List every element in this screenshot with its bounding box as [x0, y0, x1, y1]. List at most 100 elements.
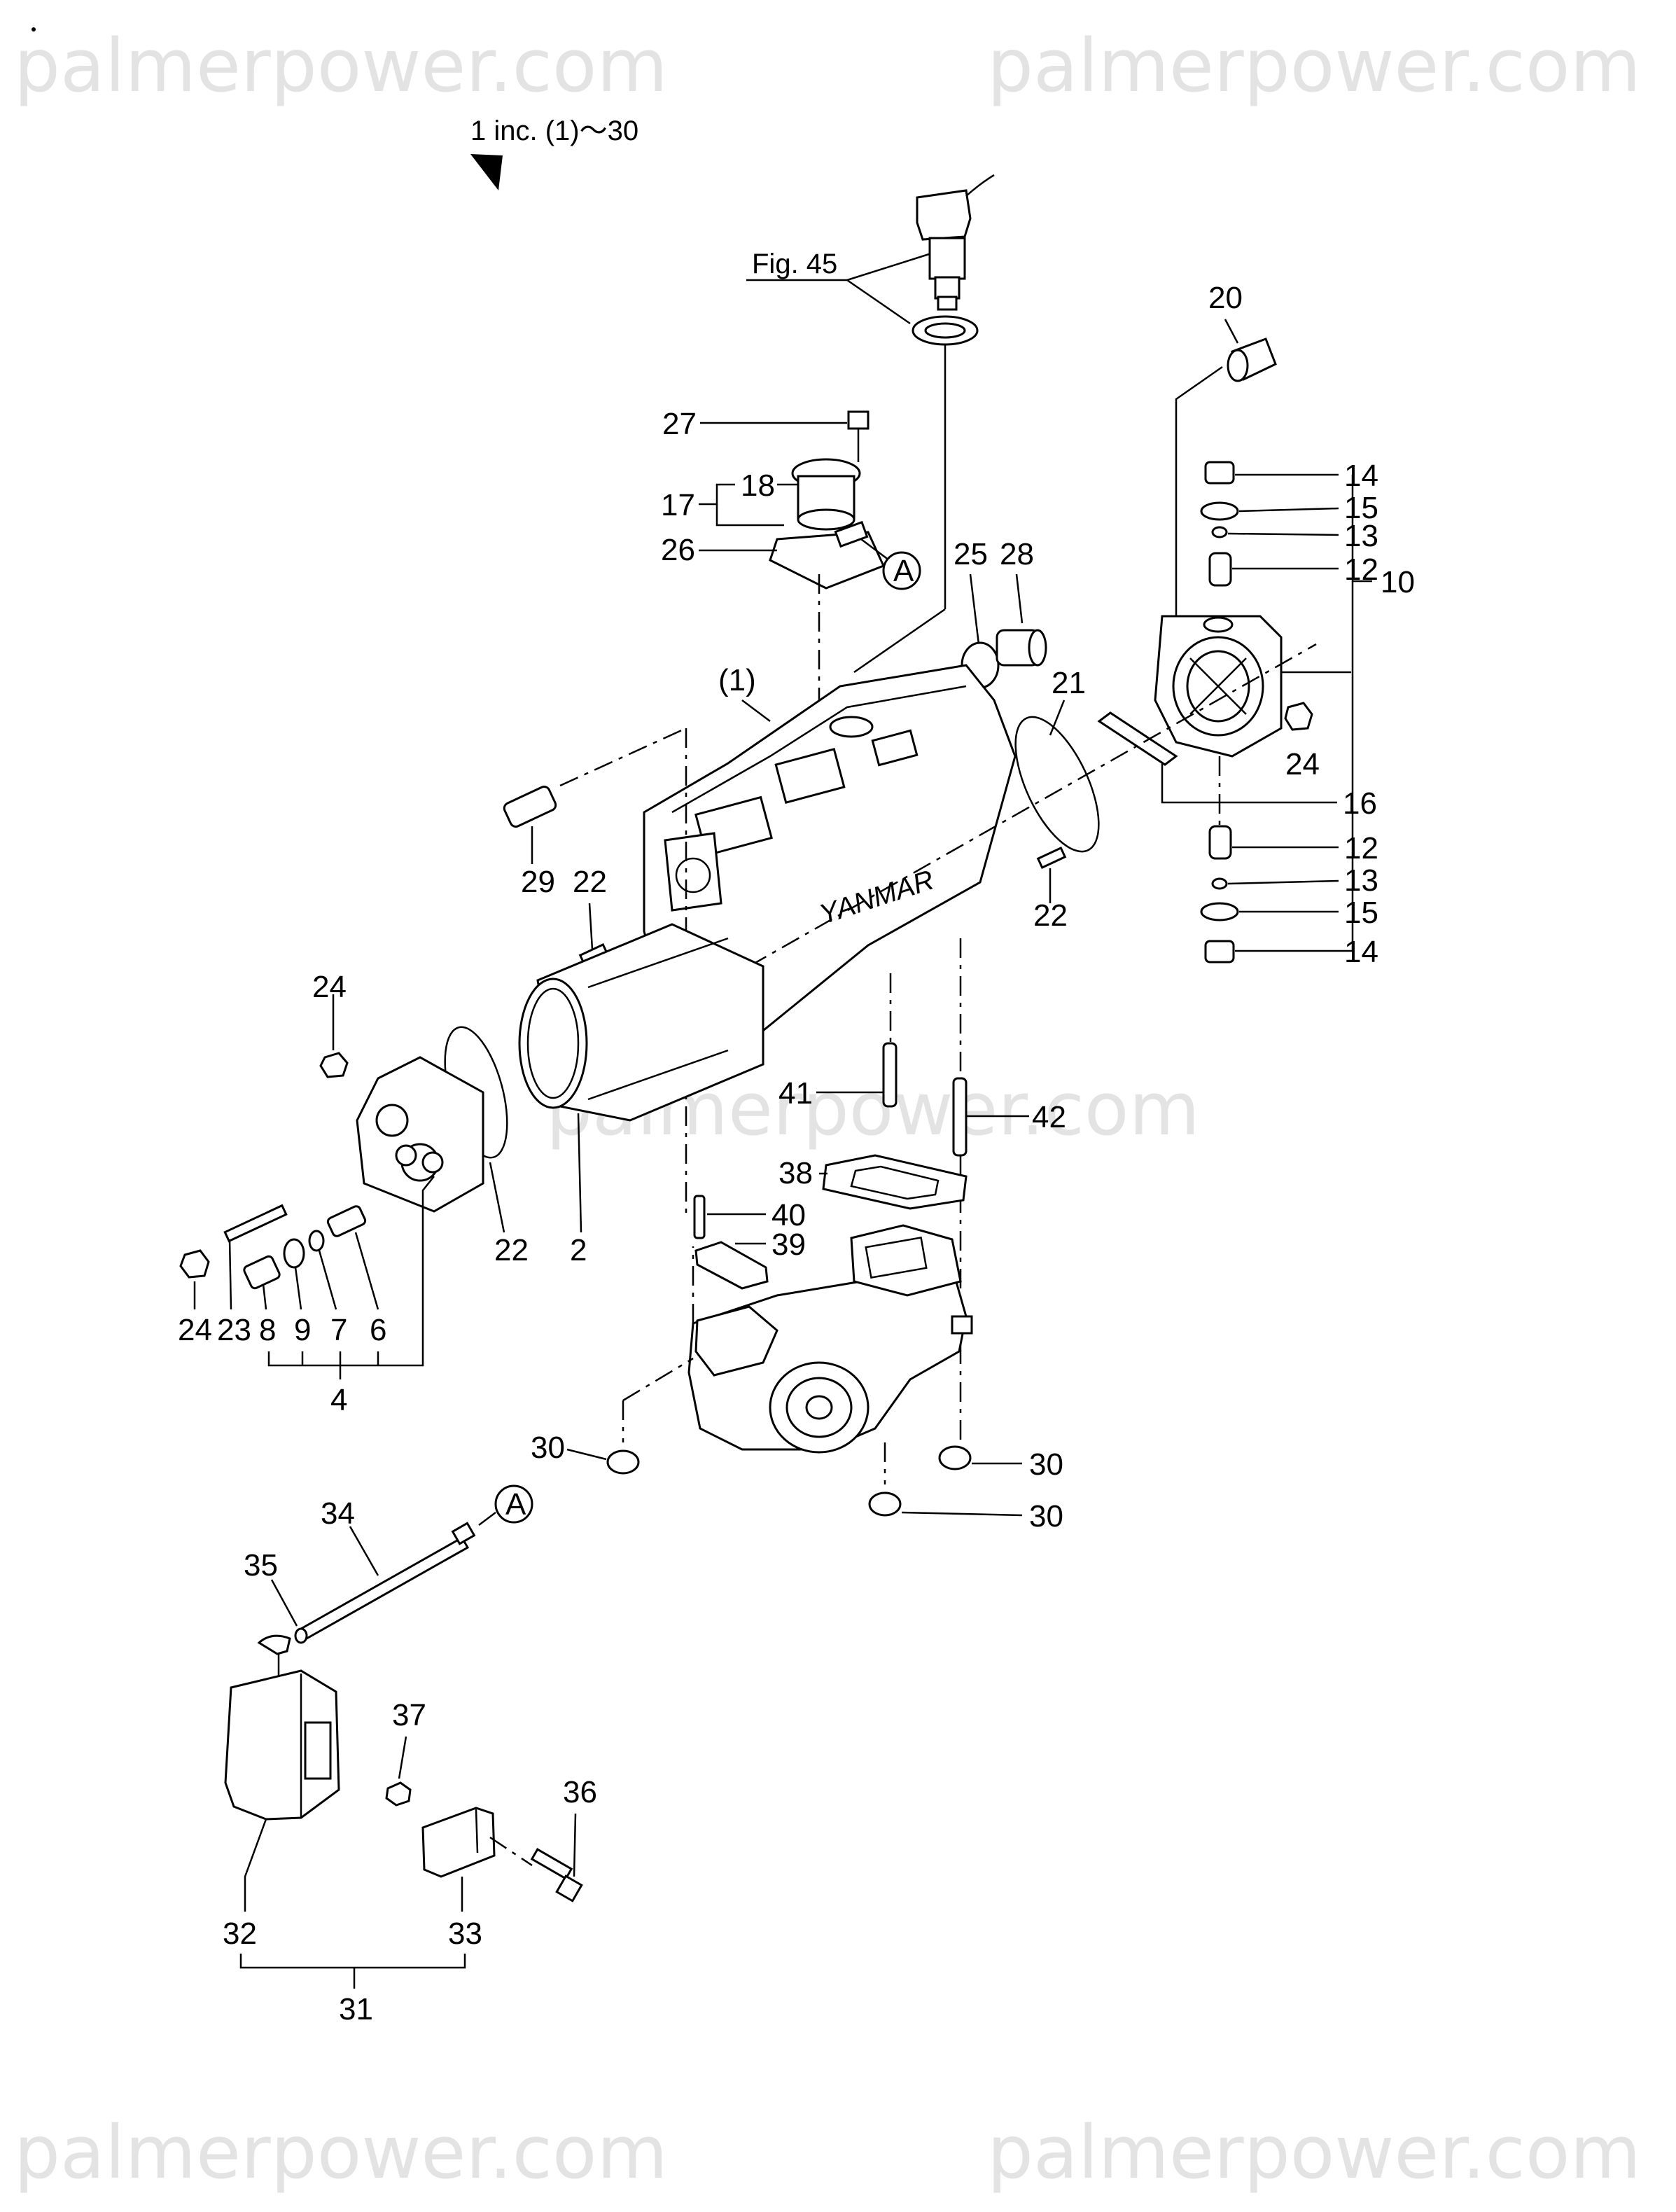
callout-13-upper: 13: [1344, 519, 1378, 553]
ref-mark-a-lower: [494, 1484, 533, 1524]
drain-stack-lower: [1200, 756, 1239, 964]
pin-16: [1097, 711, 1178, 766]
callout-16: 16: [1343, 786, 1377, 821]
pin-22-b: [1036, 847, 1067, 869]
reservoir-tank-32: [224, 1634, 340, 1821]
callout-29: 29: [521, 865, 555, 899]
leader-thermostat-2: [853, 608, 946, 674]
plug-8: [243, 1255, 281, 1290]
cock-6: [326, 1205, 367, 1237]
callout-22-c: 22: [494, 1233, 529, 1267]
stud-42: [952, 1077, 968, 1157]
corner-dot: [32, 27, 36, 32]
callout-37: 37: [392, 1698, 426, 1732]
callout-35: 35: [244, 1548, 278, 1583]
callout-24-right: 24: [1285, 747, 1320, 781]
fig-leader-1: [846, 252, 932, 281]
tube-bundle-2: [518, 923, 764, 1122]
callout-26: 26: [661, 533, 695, 567]
water-pump-housing: [687, 1224, 973, 1454]
watermark-top-right: palmerpower.com: [987, 23, 1641, 109]
callout-1: (1): [718, 663, 756, 697]
leader-20: [1175, 366, 1223, 630]
nut-30-a: [606, 1449, 640, 1475]
bracket-17: [699, 483, 735, 506]
bracket-33: [421, 1807, 496, 1878]
washer-7: [308, 1230, 325, 1252]
bracket-31: [239, 1954, 466, 1969]
callout-15-lower: 15: [1344, 896, 1378, 930]
gasket-39: [694, 1241, 769, 1290]
callout-25: 25: [954, 537, 988, 571]
callout-39: 39: [771, 1227, 806, 1262]
callout-36: 36: [563, 1775, 597, 1809]
drain-stack-upper: [1200, 461, 1239, 587]
flange-17: [769, 520, 886, 590]
plug-29: [503, 786, 557, 828]
callout-24-left-top: 24: [312, 970, 347, 1004]
pump-fitting: [951, 1315, 973, 1335]
callout-41: 41: [778, 1076, 813, 1111]
callout-20: 20: [1208, 281, 1243, 315]
callout-40: 40: [771, 1198, 806, 1232]
bracket-4: [267, 1176, 435, 1367]
cover-10: [1154, 615, 1283, 758]
thermostat-assembly: [912, 174, 995, 346]
hose-34: [299, 1522, 476, 1641]
gasket-38: [822, 1154, 968, 1210]
stud-41: [882, 1042, 898, 1108]
callout-10: 10: [1381, 565, 1415, 599]
watermark-top-left: palmerpower.com: [14, 23, 668, 109]
fig-leader-2: [846, 279, 911, 325]
bolt-36: [530, 1848, 583, 1903]
callout-21: 21: [1052, 666, 1086, 700]
callout-38: 38: [778, 1156, 813, 1190]
callout-33: 33: [448, 1917, 482, 1951]
ref-mark-a-upper-label: A: [893, 554, 914, 588]
callout-22-a: 22: [573, 865, 607, 899]
callout-4: 4: [330, 1383, 347, 1417]
callout-32: 32: [223, 1917, 257, 1951]
callout-13-lower: 13: [1344, 863, 1378, 898]
stud-23: [223, 1204, 288, 1243]
filler-neck-18: [791, 458, 861, 531]
callout-9: 9: [294, 1313, 311, 1347]
callout-27: 27: [662, 407, 697, 441]
plug-28: [996, 629, 1047, 667]
range-label: 1 inc. (1)～30: [470, 116, 638, 146]
callout-28: 28: [1000, 537, 1034, 571]
callout-8: 8: [259, 1313, 276, 1347]
stud-40: [693, 1195, 706, 1239]
callout-12-lower: 12: [1344, 831, 1378, 865]
callout-30-b: 30: [1029, 1447, 1063, 1482]
callout-14-lower: 14: [1344, 935, 1378, 969]
ref-mark-a-lower-label: A: [505, 1487, 526, 1522]
direction-arrow-icon: [470, 154, 503, 190]
nut-30-b: [938, 1445, 972, 1470]
nut-30-c: [868, 1491, 902, 1517]
o-ring-21: [1014, 716, 1100, 853]
callout-30-c: 30: [1029, 1499, 1063, 1533]
callout-6: 6: [370, 1313, 386, 1347]
callout-23: 23: [217, 1313, 251, 1347]
nut-24-left-top: [319, 1052, 349, 1078]
fig-reference-label: Fig. 45: [752, 249, 837, 279]
watermark-bottom-right: palmerpower.com: [987, 2110, 1641, 2195]
callout-42: 42: [1032, 1100, 1066, 1134]
ref-mark-a-upper: [882, 551, 921, 590]
callout-2: 2: [570, 1233, 587, 1267]
callout-30-a: 30: [531, 1431, 565, 1465]
washer-9: [283, 1238, 305, 1269]
bolt-27: [847, 410, 870, 430]
callout-14-upper: 14: [1344, 459, 1378, 493]
callout-24-left-bottom: 24: [178, 1313, 212, 1347]
nut-24-left-bottom: [179, 1249, 210, 1279]
callout-7: 7: [330, 1313, 347, 1347]
plug-20: [1227, 338, 1277, 382]
axis-main: [748, 643, 1317, 968]
callout-34: 34: [321, 1496, 355, 1531]
nut-24-right: [1284, 702, 1313, 731]
watermark-bottom-left: palmerpower.com: [14, 2110, 668, 2195]
